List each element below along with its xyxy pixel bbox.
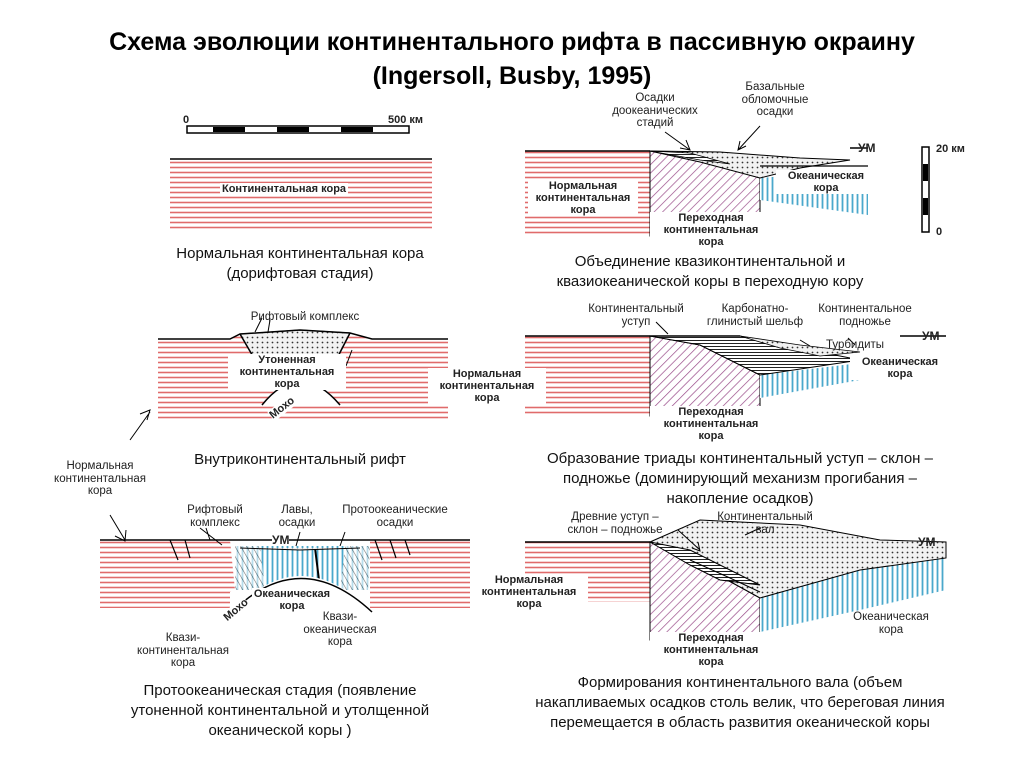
label-um-p6: УМ — [918, 535, 936, 549]
label-carbonate-shelf: Карбонатно-глинистый шельф — [706, 303, 804, 328]
scale-vzero: 0 — [936, 226, 943, 238]
caption-p2-line1: Объединение квазиконтинентальной и — [574, 253, 846, 270]
label-ancient-triad: Древние уступ –склон – подножье — [567, 511, 663, 536]
vertical-scale-bar — [921, 146, 930, 233]
caption-p5-line3: океанической коры ) — [208, 722, 352, 739]
label-rift-complex-p3: Рифтовый комплекс — [250, 311, 360, 323]
label-um-p5: УМ — [272, 533, 290, 547]
caption-p2-line2: квазиокеанической коры в переходную кору — [556, 273, 864, 290]
caption-p6-line1: Формирования континентального вала (объе… — [577, 674, 903, 691]
label-lavas-sediments: Лавы,осадки — [278, 504, 316, 529]
caption-p5-line1: Протоокеаническая стадия (появление — [143, 682, 417, 699]
caption-p1-line1: Нормальная континентальная кора — [176, 245, 424, 262]
scale-20km: 20 км — [936, 143, 965, 155]
caption-p3: Внутриконтинентальный рифт — [194, 451, 406, 468]
panel-protooceanic — [100, 514, 470, 613]
label-turbidites: Турбидиты — [825, 339, 885, 351]
caption-p4-line1: Образование триады континентальный уступ… — [547, 450, 933, 467]
caption-p4-line3: накопление осадков) — [666, 490, 814, 507]
label-um-p4: УМ — [922, 329, 940, 343]
caption-p5-line2: утоненной континентальной и утолщенной — [130, 702, 430, 719]
caption-p6-line2: накапливаемых осадков столь велик, что б… — [535, 694, 945, 711]
page-title: Схема эволюции континентального рифта в … — [109, 28, 915, 56]
label-um-p2: УМ — [858, 141, 876, 155]
scale-500km: 500 км — [388, 114, 424, 126]
label-continental-crust: Континентальная кора — [220, 183, 349, 195]
scale-zero: 0 — [183, 114, 190, 126]
caption-p6-line3: перемещается в область развития океаниче… — [550, 714, 930, 731]
caption-p4-line2: подножье (доминирующий механизм прогибан… — [563, 470, 917, 487]
caption-p1-line2: (дорифтовая стадия) — [226, 265, 374, 282]
page-subtitle: (Ingersoll, Busby, 1995) — [372, 62, 652, 90]
horizontal-scale-bar — [186, 125, 410, 134]
